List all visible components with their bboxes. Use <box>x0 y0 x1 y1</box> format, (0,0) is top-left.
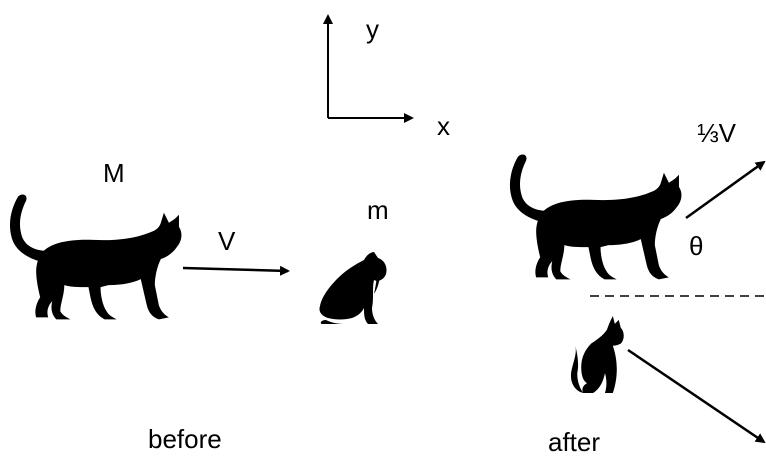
y-axis-label: y <box>366 14 379 44</box>
small-cat-before-icon <box>319 252 387 324</box>
after-caption: after <box>548 427 601 457</box>
big-cat-final-velocity-arrow <box>685 160 766 220</box>
large-cat-before-icon <box>9 194 182 320</box>
coordinate-axes <box>323 14 414 123</box>
initial-velocity-label: V <box>218 226 236 256</box>
final-velocity-label: ⅓V <box>697 118 737 148</box>
small-cat-final-velocity-arrow <box>627 348 766 444</box>
small-mass-label: m <box>367 195 389 225</box>
large-cat-after-icon <box>509 154 682 280</box>
before-caption: before <box>148 424 222 454</box>
initial-velocity-arrow <box>182 265 290 276</box>
x-axis-label: x <box>437 111 450 141</box>
small-cat-after-icon <box>570 315 624 394</box>
angle-label: θ <box>689 231 704 261</box>
big-mass-label: M <box>103 158 125 188</box>
